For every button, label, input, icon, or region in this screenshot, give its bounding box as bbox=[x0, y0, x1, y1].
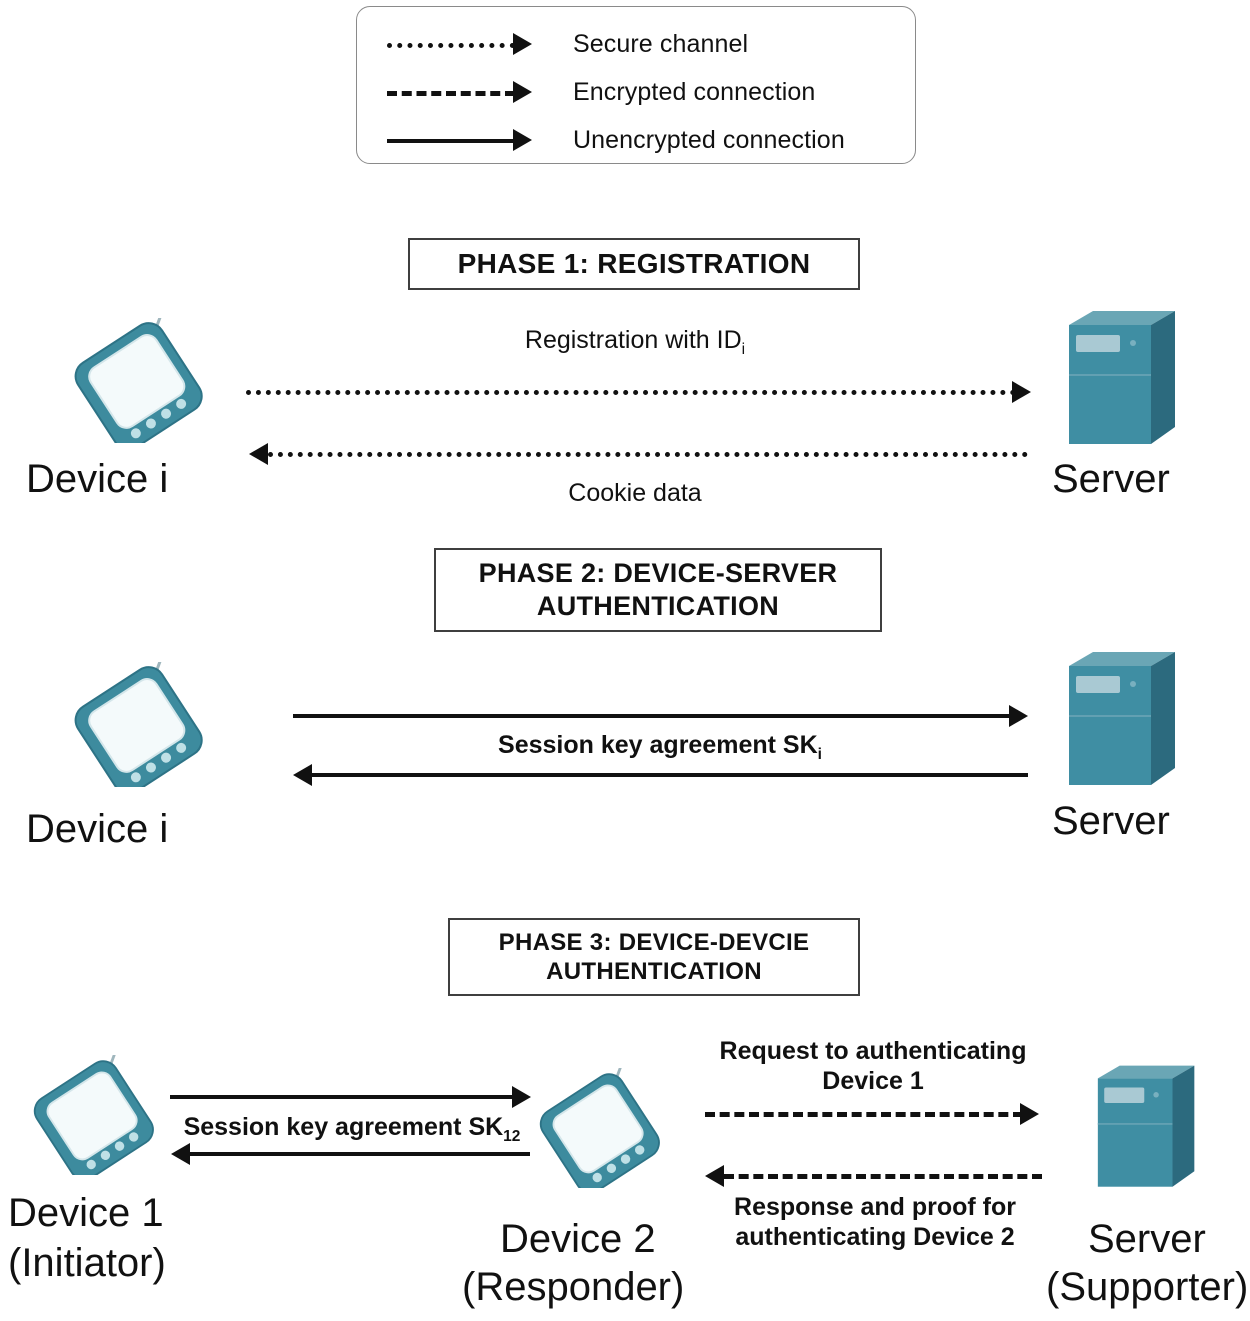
legend-label-unencrypted-connection: Unencrypted connection bbox=[573, 125, 845, 154]
phase-3-device1-label-line2: (Initiator) bbox=[8, 1241, 166, 1285]
server-tower-icon bbox=[1063, 307, 1183, 452]
phase-3-left-message-text: Session key agreement SK bbox=[183, 1113, 504, 1141]
legend-box: Secure channel Encrypted connection Unen… bbox=[356, 6, 916, 164]
phase-3-right-top-message-line2: Device 1 bbox=[822, 1067, 924, 1095]
legend-row-encrypted-connection: Encrypted connection bbox=[387, 77, 907, 107]
phase-1-bottom-message: Cookie data bbox=[568, 479, 702, 507]
phase-3-left-message: Session key agreement SK12 bbox=[166, 1112, 538, 1147]
phase-3-right-top-message: Request to authenticating Device 1 bbox=[700, 1036, 1046, 1096]
dashed-arrow-sample-icon bbox=[387, 80, 539, 104]
phase-1-top-message-subscript: i bbox=[741, 341, 746, 358]
phase-2-message: Session key agreement SKi bbox=[430, 730, 890, 765]
phase-2-banner: PHASE 2: DEVICE-SERVER AUTHENTICATION bbox=[434, 548, 882, 632]
phase-3-device1-label-line1: Device 1 bbox=[8, 1191, 164, 1235]
phase-2-message-text: Session key agreement SK bbox=[498, 731, 818, 759]
legend-row-unencrypted-connection: Unencrypted connection bbox=[387, 125, 907, 155]
mobile-device-icon bbox=[22, 1055, 172, 1175]
dotted-arrow-sample-icon bbox=[387, 32, 539, 56]
phase-2-label-line1: PHASE 2: DEVICE-SERVER bbox=[478, 558, 838, 589]
phase-1-banner: PHASE 1: REGISTRATION bbox=[408, 238, 860, 290]
phase-2-label-line2: AUTHENTICATION bbox=[536, 591, 780, 621]
phase-3-right-bottom-message: Response and proof for authenticating De… bbox=[700, 1192, 1050, 1252]
legend-label-encrypted-connection: Encrypted connection bbox=[573, 77, 816, 106]
phase-2-device-label: Device i bbox=[26, 807, 169, 851]
phase-2-server-label: Server bbox=[1052, 799, 1170, 843]
solid-arrow-sample-icon bbox=[387, 128, 539, 152]
phase-3-server-label-line2: (Supporter) bbox=[1046, 1265, 1249, 1309]
phase-3-right-bottom-message-line1: Response and proof for bbox=[734, 1193, 1016, 1221]
server-tower-icon bbox=[1092, 1062, 1202, 1194]
server-tower-icon bbox=[1063, 648, 1183, 793]
legend-row-secure-channel: Secure channel bbox=[387, 29, 907, 59]
phase-3-right-bottom-message-line2: authenticating Device 2 bbox=[735, 1223, 1015, 1251]
mobile-device-icon bbox=[62, 318, 222, 443]
legend-label-secure-channel: Secure channel bbox=[573, 29, 749, 58]
phase-3-label-line2: AUTHENTICATION bbox=[546, 958, 762, 985]
phase-1-top-message: Registration with IDi bbox=[400, 325, 870, 360]
phase-3-device2-label-line2: (Responder) bbox=[462, 1265, 685, 1309]
phase-3-banner: PHASE 3: DEVICE-DEVCIE AUTHENTICATION bbox=[448, 918, 860, 996]
phase-3-right-top-message-line1: Request to authenticating bbox=[719, 1037, 1027, 1065]
phase-3-device2-label-line1: Device 2 bbox=[500, 1217, 656, 1261]
mobile-device-icon bbox=[62, 662, 222, 787]
phase-1-device-label: Device i bbox=[26, 457, 169, 501]
phase-1-label: PHASE 1: REGISTRATION bbox=[457, 247, 811, 279]
mobile-device-icon bbox=[528, 1068, 678, 1188]
phase-3-label-line1: PHASE 3: DEVICE-DEVCIE bbox=[498, 928, 810, 956]
phase-3-server-label-line1: Server bbox=[1088, 1217, 1206, 1261]
phase-1-server-label: Server bbox=[1052, 457, 1170, 501]
phase-3-left-message-subscript: 12 bbox=[503, 1128, 521, 1145]
phase-1-top-message-text: Registration with ID bbox=[524, 326, 742, 354]
phase-2-message-subscript: i bbox=[817, 746, 822, 763]
